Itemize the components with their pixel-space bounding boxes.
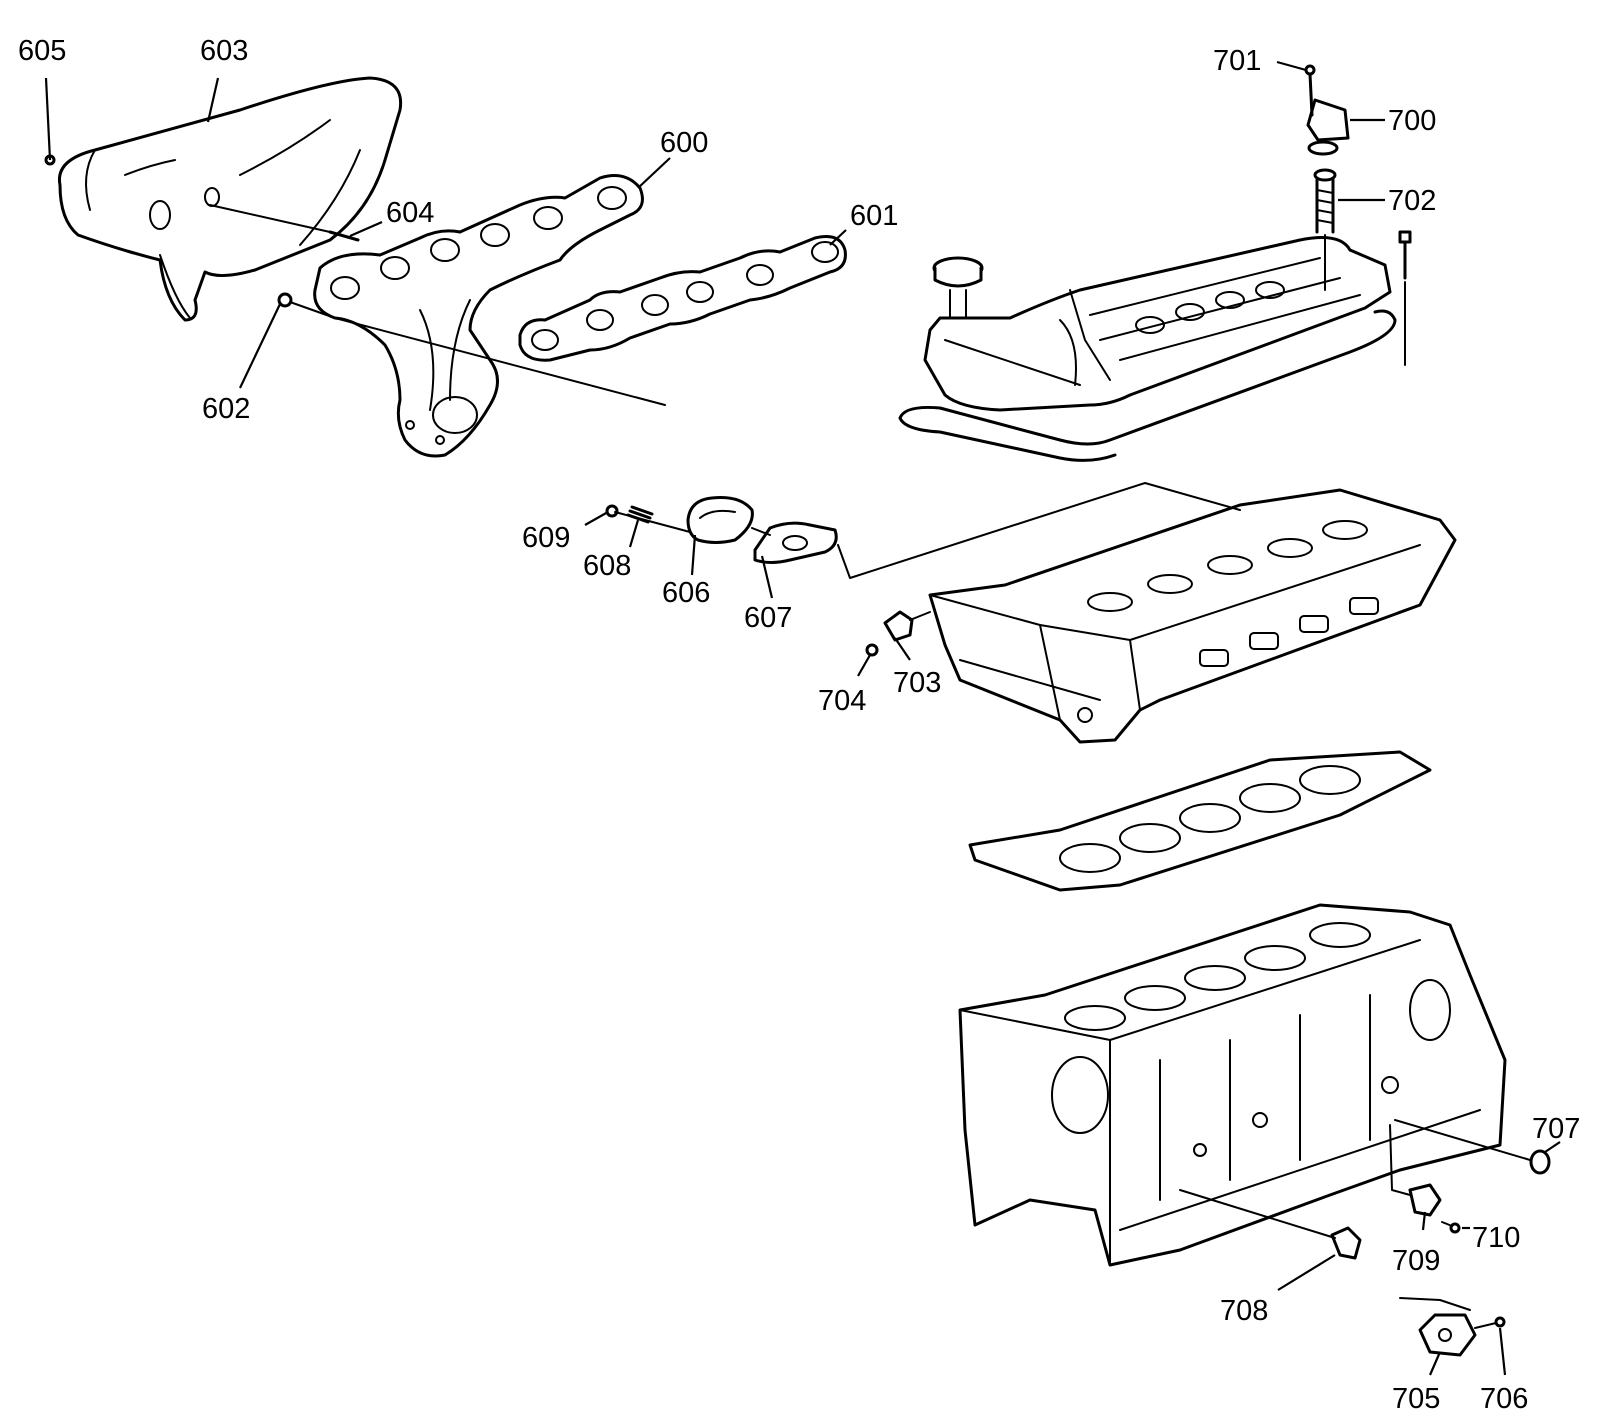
valve-cover-gasket	[898, 309, 1397, 462]
camshaft-sensor-700	[1306, 98, 1350, 156]
gasket-607	[753, 521, 838, 564]
callout-701: 701	[1213, 45, 1261, 77]
seal-702	[1313, 168, 1337, 291]
housing-606	[686, 496, 754, 544]
callout-707: 707	[1532, 1113, 1580, 1145]
callout-708: 708	[1220, 1295, 1268, 1327]
callout-705: 705	[1392, 1383, 1440, 1415]
spring-608	[626, 505, 654, 524]
callout-607: 607	[744, 602, 792, 634]
sensor-707	[1394, 1119, 1551, 1175]
callout-601: 601	[850, 200, 898, 232]
callout-704: 704	[818, 685, 866, 717]
oil-filler-cap	[932, 256, 984, 319]
callout-605: 605	[18, 35, 66, 67]
callout-603: 603	[200, 35, 248, 67]
manifold-gasket-601	[518, 235, 847, 362]
callout-706: 706	[1480, 1383, 1528, 1415]
callout-608: 608	[583, 550, 631, 582]
leader-lines	[44, 60, 1561, 1376]
bolt-602	[277, 292, 666, 406]
sensor-705	[1399, 1297, 1477, 1357]
callout-710: 710	[1472, 1222, 1520, 1254]
callout-606: 606	[662, 577, 710, 609]
callout-600: 600	[660, 127, 708, 159]
bolt-710	[1441, 1221, 1461, 1234]
valve-cover-bolt	[1398, 230, 1412, 366]
callout-702: 702	[1388, 185, 1436, 217]
exhaust-manifold-600	[313, 174, 644, 458]
callout-709: 709	[1392, 1245, 1440, 1277]
callout-609: 609	[522, 522, 570, 554]
stud-604	[209, 204, 360, 242]
sensor-708	[1179, 1189, 1362, 1260]
bolt-609	[605, 504, 619, 518]
callout-602: 602	[202, 393, 250, 425]
sensor-709	[1389, 1124, 1442, 1217]
sensor-703	[883, 610, 931, 642]
cylinder-head	[928, 488, 1457, 744]
leader-coolant-line	[614, 482, 1241, 579]
bolt-704	[865, 643, 879, 657]
callout-703: 703	[893, 667, 941, 699]
bolt-706	[1474, 1316, 1506, 1329]
valve-cover	[923, 236, 1392, 412]
head-gasket	[968, 750, 1432, 892]
heat-shield-603	[57, 76, 403, 322]
engine-block	[958, 903, 1507, 1267]
callout-604: 604	[386, 197, 434, 229]
bolt-701	[1304, 64, 1316, 117]
callout-700: 700	[1388, 105, 1436, 137]
